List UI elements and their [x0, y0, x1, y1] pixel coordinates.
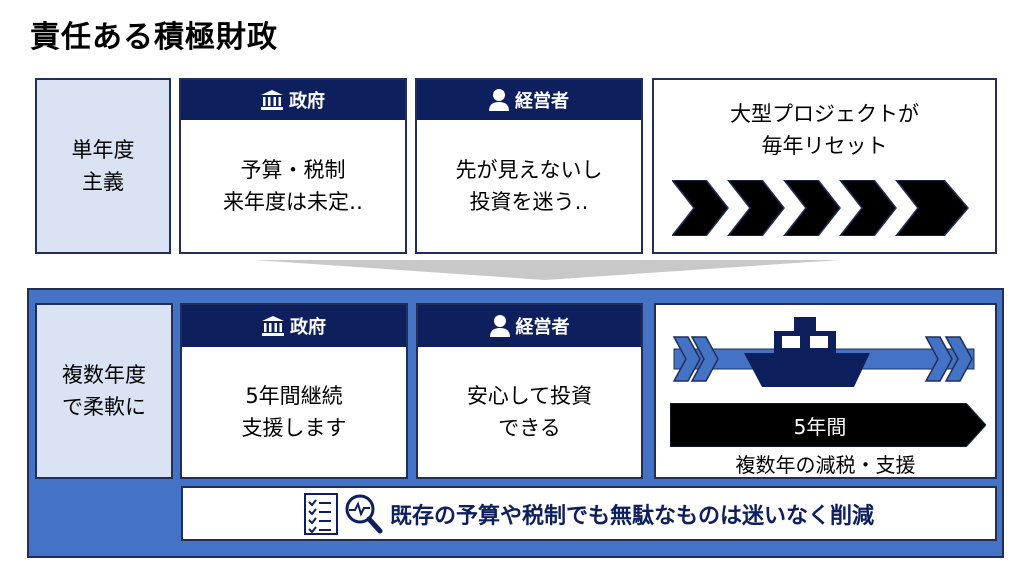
text-line: 予算・税制: [240, 158, 346, 182]
label-line: で柔軟に: [62, 395, 146, 419]
card-header-label: 経営者: [515, 91, 569, 112]
magnifier-analysis-icon: [345, 494, 383, 533]
person-icon: [489, 315, 510, 337]
text-line: できる: [498, 416, 561, 440]
bottom-manager-card: 経営者 安心して投資できる: [416, 303, 643, 479]
card-header: 経営者: [418, 305, 641, 347]
banner-text: 既存の予算や税制でも無駄なものは迷いなく削減: [389, 503, 874, 529]
text-line: 来年度は未定‥: [222, 190, 364, 214]
reset-chevrons-icon: [672, 180, 969, 236]
text-line: 大型プロジェクトが: [730, 102, 919, 126]
card-header: 経営者: [417, 80, 641, 120]
government-building-icon: [261, 90, 283, 110]
bottom-ship-card: 5年間 複数年の減税・支援: [654, 303, 997, 479]
top-manager-card: 経営者 先が見えないし投資を迷う‥: [415, 78, 643, 254]
card-header: 政府: [181, 80, 405, 120]
card-header: 政府: [182, 305, 406, 347]
person-icon: [489, 89, 509, 111]
text-line: 安心して投資: [466, 384, 593, 408]
top-government-card: 政府 予算・税制来年度は未定‥: [179, 78, 407, 254]
label-line: 複数年度: [62, 363, 146, 387]
text-line: 毎年リセット: [761, 134, 888, 158]
text-line: 投資を迷う‥: [469, 190, 589, 214]
reduction-banner: 既存の予算や税制でも無駄なものは迷いなく削減: [181, 486, 997, 541]
page-title: 責任ある積極財政: [30, 20, 278, 55]
caption: 複数年の減税・支援: [735, 453, 916, 477]
text-line: 5年間継続: [245, 384, 343, 408]
bottom-government-card: 政府 5年間継続支援します: [180, 303, 408, 479]
card-header-label: 経営者: [515, 317, 570, 338]
ship-icon: [672, 317, 975, 387]
single-year-label: 単年度主義: [35, 78, 171, 254]
checklist-icon: [303, 492, 338, 535]
card-header-label: 政府: [289, 91, 325, 112]
government-building-icon: [262, 316, 284, 336]
label-line: 単年度: [71, 138, 135, 162]
arrow-label: 5年間: [793, 414, 847, 439]
card-header-label: 政府: [290, 317, 326, 338]
five-year-arrow: 5年間: [670, 403, 986, 447]
text-line: 支援します: [241, 416, 347, 440]
text-line: 先が見えないし: [455, 158, 603, 182]
multi-year-label: 複数年度で柔軟に: [35, 303, 173, 479]
top-project-card: 大型プロジェクトが毎年リセット: [652, 78, 997, 254]
label-line: 主義: [82, 170, 124, 194]
transition-arrow: [254, 260, 840, 280]
